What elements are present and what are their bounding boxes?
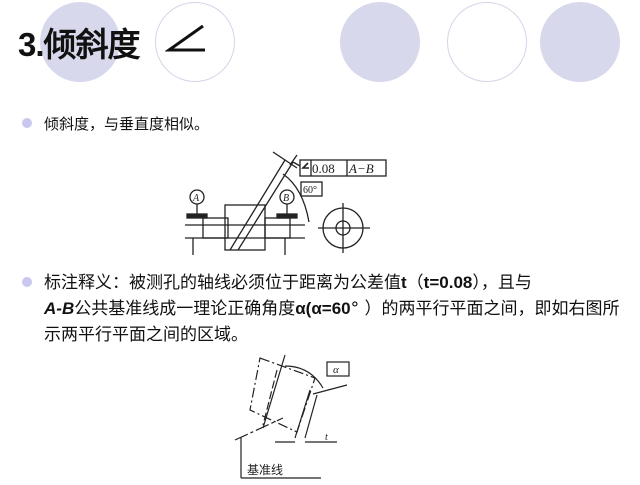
t-label: t bbox=[325, 432, 328, 443]
text-part: 公共基准线成一理论正确角度 bbox=[74, 299, 296, 319]
angularity-drawing-figure: 0.08 A−B 60° A B bbox=[185, 151, 387, 255]
bullet-text-1: 倾斜度，与垂直度相似。 bbox=[44, 115, 210, 133]
datum-b-label: B bbox=[283, 193, 289, 204]
text-part: ° ）的两平行平面之间，即如右图所示两平行平面之间的区域。 bbox=[44, 299, 620, 345]
text-part: （ bbox=[406, 273, 424, 293]
bullet-text-2: 标注释义：被测孔的轴线必须位于距离为公差值t（t=0.08），且与 A-B公共基准… bbox=[44, 270, 624, 348]
datum-reference: A−B bbox=[348, 161, 374, 176]
decor-circle-1 bbox=[40, 2, 120, 82]
baseline-label: 基准线 bbox=[247, 463, 283, 477]
tolerance-zone-figure: α t 基准线 bbox=[234, 354, 350, 479]
alpha-label: α bbox=[333, 364, 339, 376]
t-value: t=0.08 bbox=[423, 273, 473, 292]
t-symbol: t bbox=[401, 273, 407, 292]
bullet-dot-2 bbox=[22, 277, 32, 287]
angularity-symbol-icon bbox=[165, 24, 205, 52]
datum-a-label: A bbox=[192, 193, 200, 204]
decor-circle-4 bbox=[447, 2, 527, 82]
text-part: ），且与 bbox=[472, 273, 532, 293]
bullet-dot-1 bbox=[22, 118, 32, 128]
alpha-value: α(α=60 bbox=[295, 299, 351, 318]
angle-value: 60° bbox=[303, 185, 317, 196]
slide-title: 3.倾斜度 bbox=[18, 26, 141, 63]
decor-circle-5 bbox=[540, 2, 620, 82]
tolerance-value: 0.08 bbox=[312, 161, 335, 176]
decor-circle-3 bbox=[340, 2, 420, 82]
decor-circle-2 bbox=[155, 2, 235, 82]
datum-label: A-B bbox=[44, 299, 75, 318]
text-part: 标注释义：被测孔的轴线必须位于距离为公差值 bbox=[44, 273, 401, 293]
